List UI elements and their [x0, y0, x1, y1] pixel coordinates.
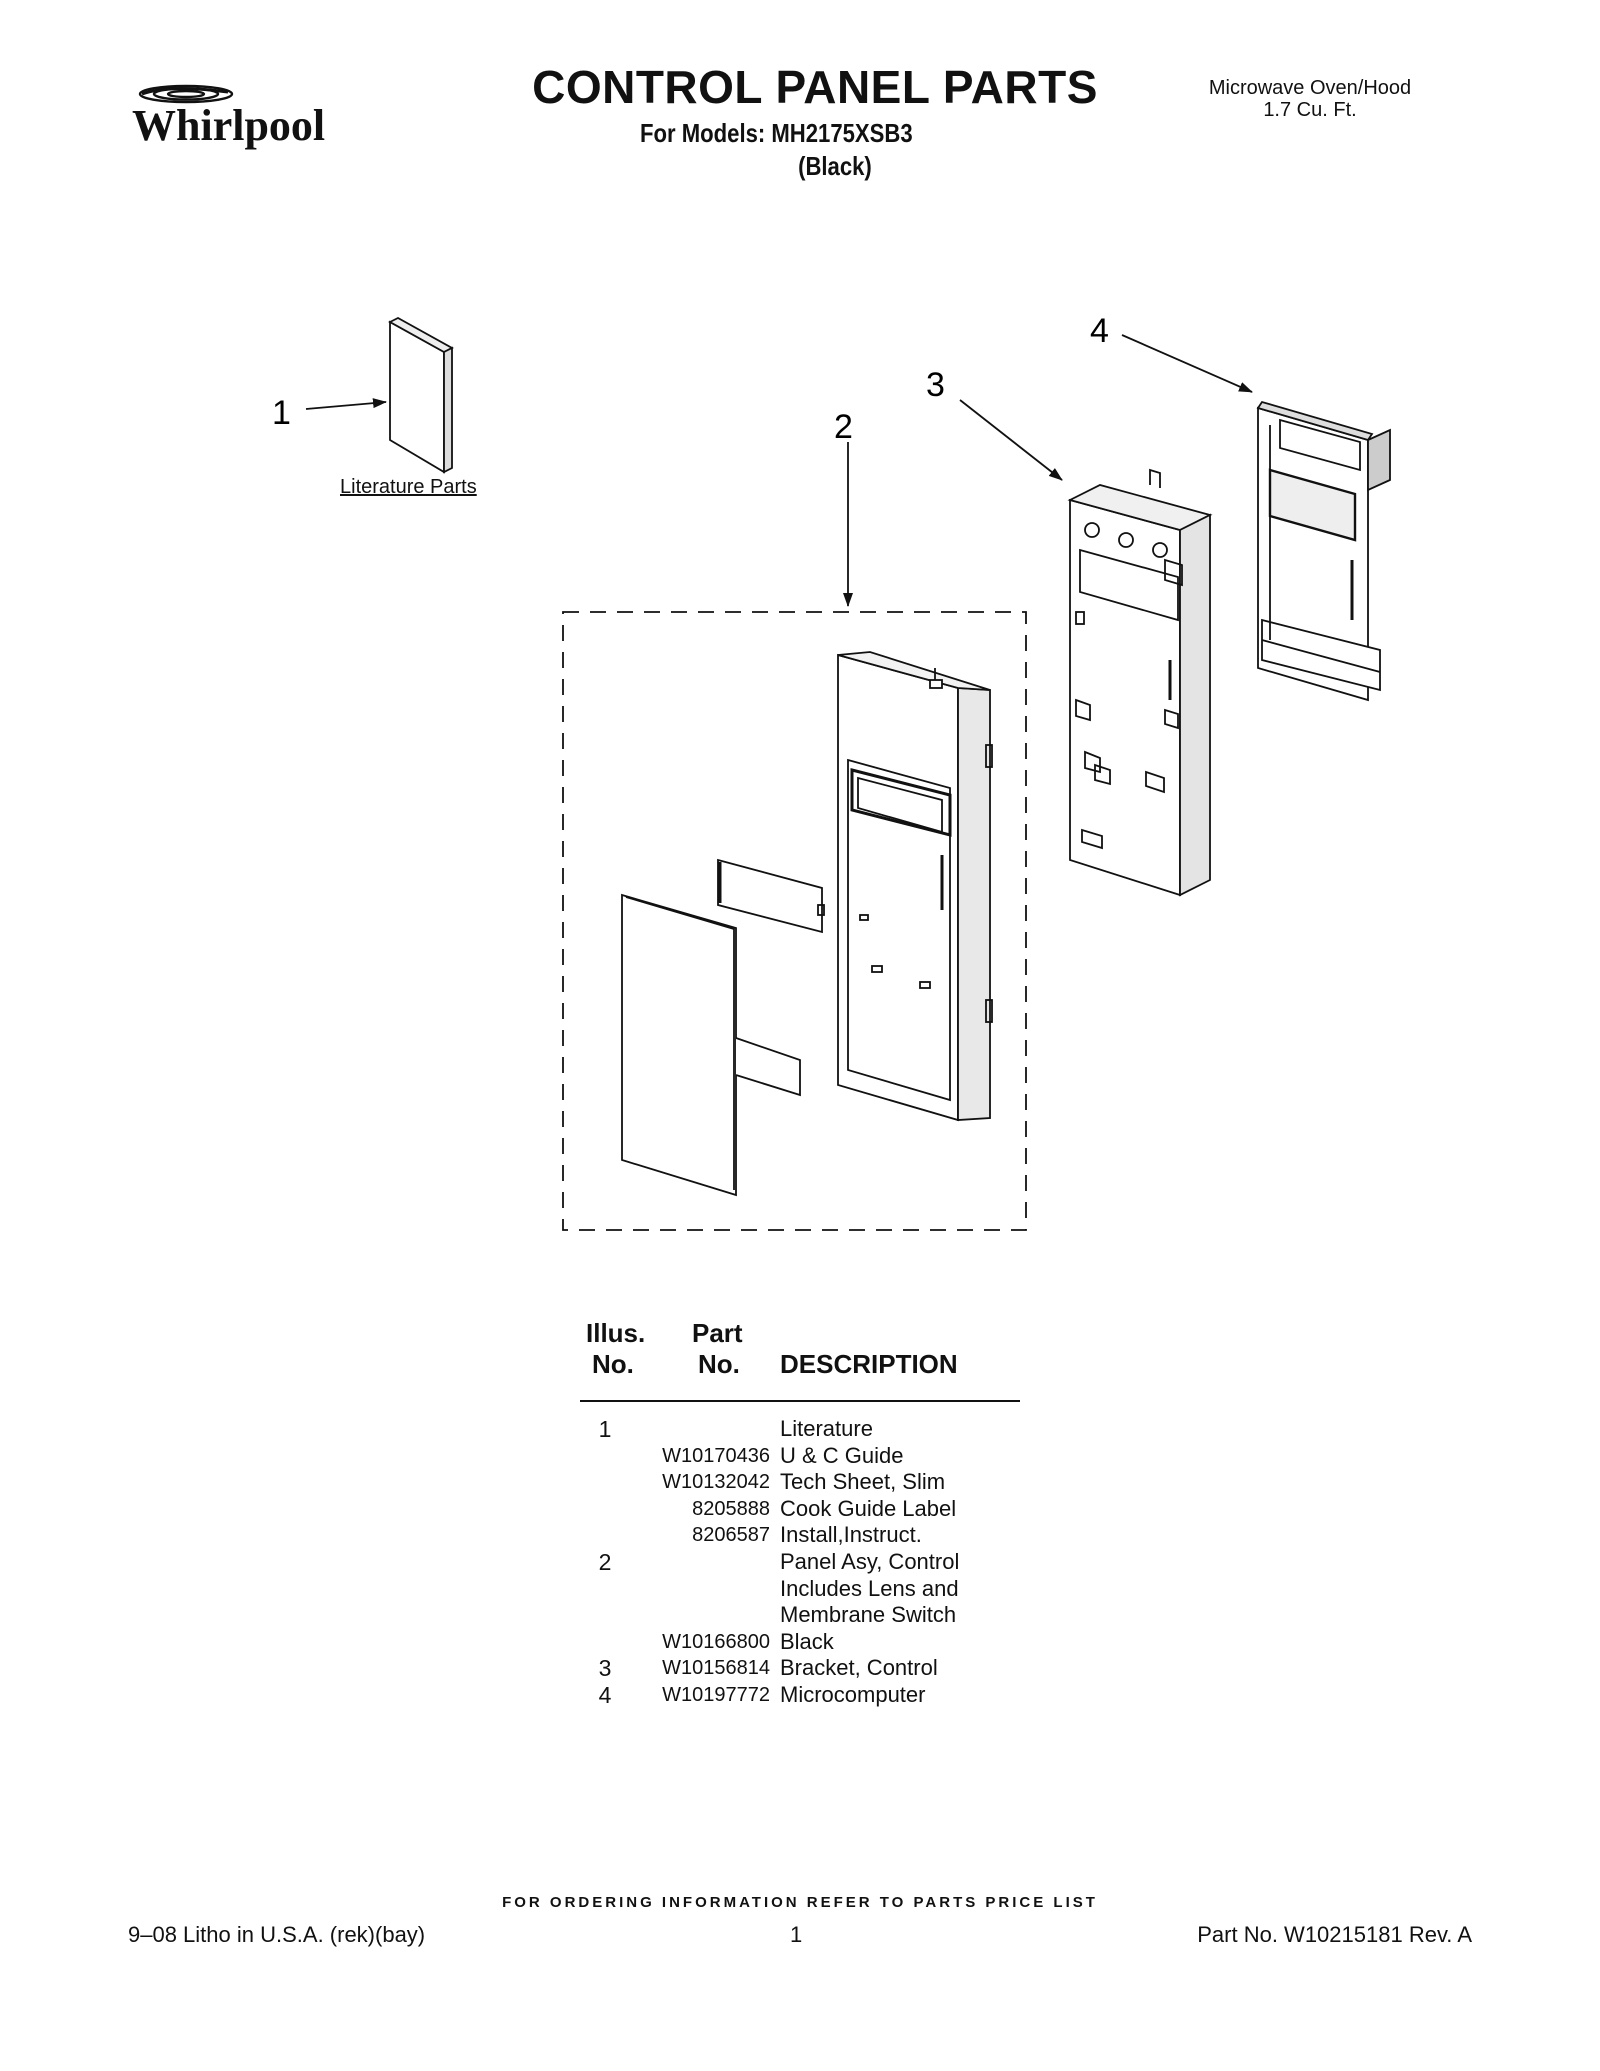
appliance-info: Microwave Oven/Hood 1.7 Cu. Ft.: [1190, 77, 1430, 121]
table-row: 1 Literature: [580, 1416, 1020, 1443]
part-number: W10197772: [662, 1683, 770, 1706]
part-description: Literature: [780, 1416, 873, 1441]
table-row: 8206587 Install,Instruct.: [580, 1522, 1020, 1549]
exploded-parts-diagram: 1 2 3 4: [272, 312, 1391, 1231]
panel-assembly-box: [562, 611, 1027, 1231]
table-row: W10166800 Black: [580, 1629, 1020, 1656]
part-description: Includes Lens and: [780, 1575, 959, 1601]
illus-number: [580, 1522, 630, 1549]
header-part-top: Part: [692, 1318, 743, 1348]
callout-arrow-3: [959, 399, 1063, 481]
illus-number: [580, 1602, 630, 1629]
part-description: U & C Guide: [780, 1442, 904, 1468]
part-number: [630, 1602, 780, 1629]
illus-number: 3: [598, 1655, 612, 1682]
part-number: [630, 1549, 780, 1576]
illus-number: 1: [598, 1416, 612, 1442]
part-number: W10156814: [662, 1657, 770, 1680]
callout-2: 2: [834, 408, 853, 446]
table-row: 4 W10197772 Microcomputer: [580, 1682, 1020, 1709]
illus-number: [580, 1443, 630, 1470]
part-description: Panel Asy, Control: [780, 1548, 960, 1574]
table-row: 3 W10156814 Bracket, Control: [580, 1655, 1020, 1682]
table-row: Membrane Switch: [580, 1602, 1020, 1629]
header-description: DESCRIPTION: [780, 1349, 958, 1379]
part-number: W10166800: [662, 1630, 770, 1653]
illus-number: [580, 1629, 630, 1656]
part-description: Cook Guide Label: [780, 1495, 957, 1521]
callout-arrow-1: [305, 398, 387, 410]
header-illus-top: Illus.: [586, 1318, 646, 1348]
header-part-bottom: No.: [698, 1349, 740, 1379]
litho-info: 9–08 Litho in U.S.A. (rek)(bay): [128, 1922, 426, 1947]
ordering-info: FOR ORDERING INFORMATION REFER TO PARTS …: [502, 1894, 1098, 1911]
part-description: Bracket, Control: [780, 1655, 938, 1681]
callout-arrow-4: [1121, 334, 1253, 393]
parts-table: Illus. No. Part No. DESCRIPTION 1 Literat…: [580, 1318, 1020, 1709]
header-illus-bottom: No.: [592, 1349, 634, 1379]
callout-3: 3: [926, 366, 945, 404]
part-number: 8206587: [692, 1524, 770, 1547]
part-description: Install,Instruct.: [780, 1522, 922, 1548]
table-row: Includes Lens and: [580, 1576, 1020, 1603]
illus-number: [580, 1576, 630, 1603]
illus-number: [580, 1469, 630, 1496]
model-color: (Black): [798, 150, 872, 181]
illus-number: [580, 1496, 630, 1523]
part-number: [630, 1576, 780, 1603]
part-number: 8205888: [692, 1497, 770, 1520]
table-header: Illus. No. Part No. DESCRIPTION: [580, 1318, 1020, 1402]
literature-parts-label: Literature Parts: [340, 476, 477, 498]
table-row: W10132042 Tech Sheet, Slim: [580, 1469, 1020, 1496]
table-row: 8205888 Cook Guide Label: [580, 1496, 1020, 1523]
appliance-type: Microwave Oven/Hood: [1208, 77, 1412, 99]
model-info: For Models: MH2175XSB3 (Black): [640, 117, 913, 182]
model-number: For Models: MH2175XSB3: [640, 118, 913, 148]
whirlpool-logo: Whirlpool: [132, 84, 325, 150]
membrane-switch: [621, 893, 737, 1197]
part-number: W10170436: [662, 1444, 770, 1467]
document-part-number: Part No. W10215181 Rev. A: [1197, 1922, 1472, 1947]
part-description: Tech Sheet, Slim: [780, 1469, 946, 1495]
part-description: Microcomputer: [780, 1681, 926, 1707]
display-lens: [717, 858, 825, 934]
callout-1: 1: [272, 394, 291, 432]
microcomputer-board: [1256, 400, 1391, 702]
part-number: W10132042: [662, 1471, 770, 1494]
page-title: CONTROL PANEL PARTS: [532, 61, 1098, 113]
part-description: Membrane Switch: [780, 1602, 957, 1628]
appliance-capacity: 1.7 Cu. Ft.: [1263, 99, 1357, 121]
callout-4: 4: [1090, 312, 1109, 350]
svg-text:Whirlpool: Whirlpool: [132, 101, 325, 150]
page-number: 1: [790, 1922, 803, 1947]
illus-number: 4: [598, 1681, 612, 1708]
membrane-tail: [735, 1037, 801, 1097]
literature-booklet: [388, 316, 454, 474]
control-panel: [837, 651, 993, 1122]
control-bracket: [1067, 468, 1213, 897]
table-row: W10170436 U & C Guide: [580, 1443, 1020, 1470]
part-description: Black: [780, 1628, 834, 1654]
table-row: 2 Panel Asy, Control: [580, 1549, 1020, 1576]
illus-number: 2: [598, 1548, 612, 1575]
part-number: [630, 1416, 780, 1443]
